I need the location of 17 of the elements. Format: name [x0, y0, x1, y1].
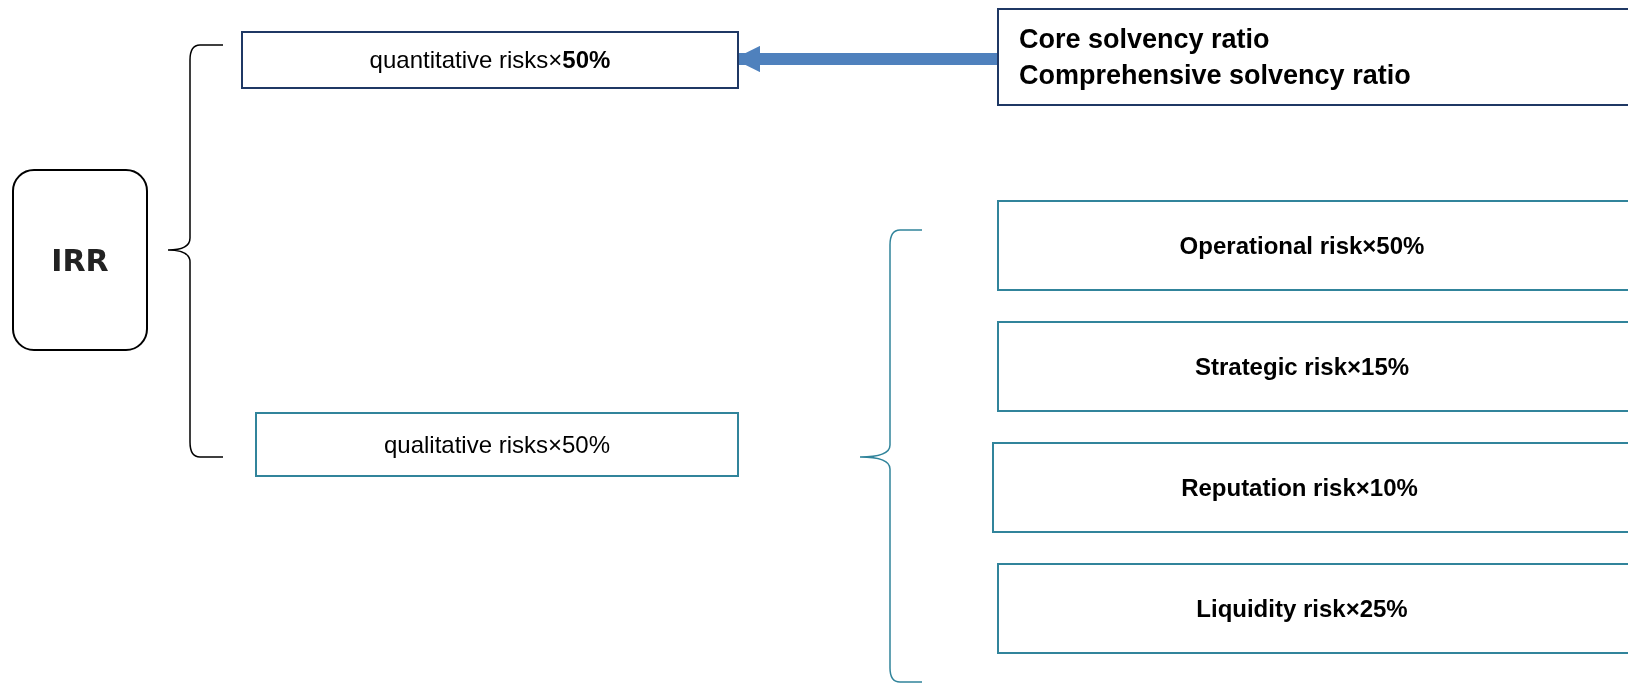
label-box: [255, 412, 739, 477]
label-box: [241, 31, 739, 89]
box-text: qualitative risks×50%: [383, 429, 611, 460]
box-text: Operational risk×50%: [1179, 230, 1425, 261]
label-box: [992, 442, 1628, 533]
label-box: [997, 321, 1628, 412]
box-text: Comprehensive solvency ratio: [1019, 59, 1412, 92]
box-text: Strategic risk×15%: [1194, 351, 1410, 382]
box-text: quantitative risks×50%: [369, 45, 611, 75]
box-text: Core solvency ratio: [1019, 23, 1271, 56]
label-box: [997, 563, 1628, 654]
box-text: Reputation risk×10%: [1181, 472, 1418, 503]
label-box: [997, 200, 1628, 291]
box-text: IRR: [51, 241, 109, 280]
label-box: [997, 8, 1628, 106]
rounded-box: [12, 169, 148, 351]
box-text: Liquidity risk×25%: [1196, 593, 1408, 624]
